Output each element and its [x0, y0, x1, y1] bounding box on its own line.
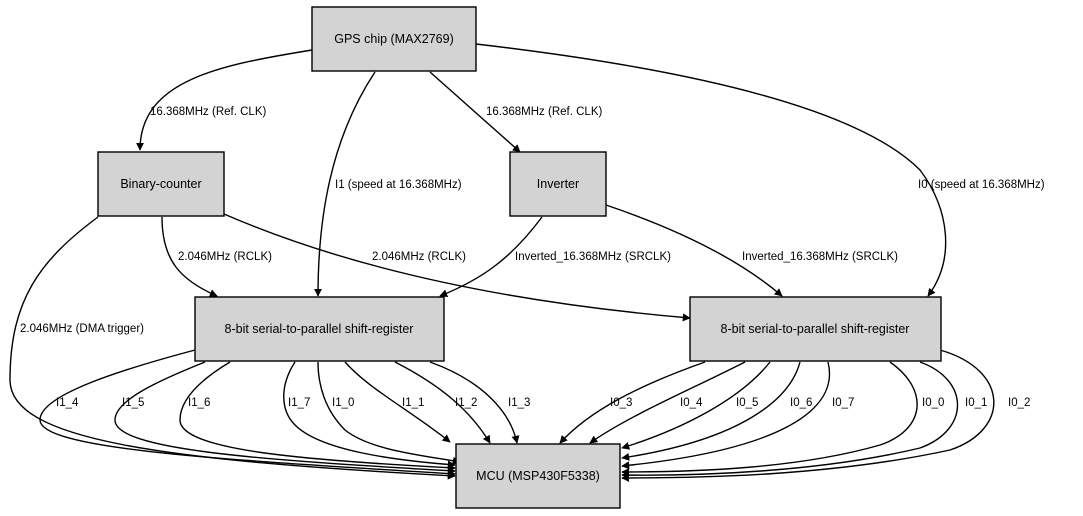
- label-gps-counter: 16.368MHz (Ref. CLK): [150, 106, 266, 118]
- edge-sr0-to-mcu: [559, 349, 995, 482]
- node-shift-register-1: 8-bit serial-to-parallel shift-register: [194, 296, 445, 362]
- label-sr0-out: I0_2: [1008, 397, 1030, 409]
- node-gps-chip-label: GPS chip (MAX2769): [334, 32, 454, 46]
- edge-inverter-to-sr0: [605, 204, 783, 297]
- label-sr1-out: I1_5: [122, 397, 144, 409]
- label-gps-sr0: I0 (speed at 16.368MHz): [918, 179, 1045, 191]
- label-sr1-out: I1_4: [56, 397, 79, 409]
- label-sr1-out: I1_3: [508, 397, 530, 409]
- label-sr1-out: I1_2: [455, 397, 477, 409]
- label-sr0-out: I0_7: [832, 397, 854, 409]
- node-binary-counter: Binary-counter: [97, 151, 225, 217]
- label-sr0-out: I0_1: [965, 397, 987, 409]
- node-shift-register-0: 8-bit serial-to-parallel shift-register: [689, 296, 942, 362]
- edge-counter-to-mcu: [9, 216, 456, 480]
- node-mcu-label: MCU (MSP430F5338): [476, 469, 600, 483]
- label-sr1-out: I1_6: [188, 397, 210, 409]
- edge-gps-to-inverter: [429, 71, 521, 153]
- node-shift-register-0-label: 8-bit serial-to-parallel shift-register: [721, 322, 910, 336]
- node-gps-chip: GPS chip (MAX2769): [311, 6, 477, 72]
- label-counter-mcu: 2.046MHz (DMA trigger): [20, 323, 144, 335]
- edge-counter-to-sr1: [161, 216, 218, 297]
- label-sr1-out: I1_0: [332, 397, 354, 409]
- label-counter-sr0: 2.046MHz (RCLK): [372, 251, 466, 263]
- edge-gps-to-counter: [136, 49, 313, 151]
- edge-sr1-to-mcu: [39, 349, 520, 478]
- label-sr0-out: I0_6: [790, 397, 812, 409]
- label-inverter-sr1: Inverted_16.368MHz (SRCLK): [515, 251, 671, 263]
- edge-inverter-to-sr1: [439, 216, 543, 298]
- label-gps-inverter: 16.368MHz (Ref. CLK): [486, 106, 602, 118]
- edge-gps-to-sr0: [475, 43, 947, 297]
- label-sr0-out: I0_0: [922, 397, 944, 409]
- node-inverter: Inverter: [509, 151, 607, 217]
- label-sr0-out: I0_5: [736, 397, 758, 409]
- node-binary-counter-label: Binary-counter: [120, 177, 201, 191]
- label-sr1-out: I1_1: [402, 397, 424, 409]
- edge-gps-to-sr1: [314, 71, 376, 297]
- label-sr1-out: I1_7: [288, 397, 310, 409]
- label-sr0-out: I0_3: [610, 397, 632, 409]
- node-inverter-label: Inverter: [537, 177, 579, 191]
- node-mcu: MCU (MSP430F5338): [455, 443, 621, 509]
- edge-counter-to-sr0: [223, 213, 691, 322]
- node-shift-register-1-label: 8-bit serial-to-parallel shift-register: [225, 322, 414, 336]
- label-sr0-out: I0_4: [680, 397, 703, 409]
- label-inverter-sr0: Inverted_16.368MHz (SRCLK): [742, 251, 898, 263]
- label-counter-sr1: 2.046MHz (RCLK): [178, 251, 272, 263]
- label-gps-sr1: I1 (speed at 16.368MHz): [335, 179, 462, 191]
